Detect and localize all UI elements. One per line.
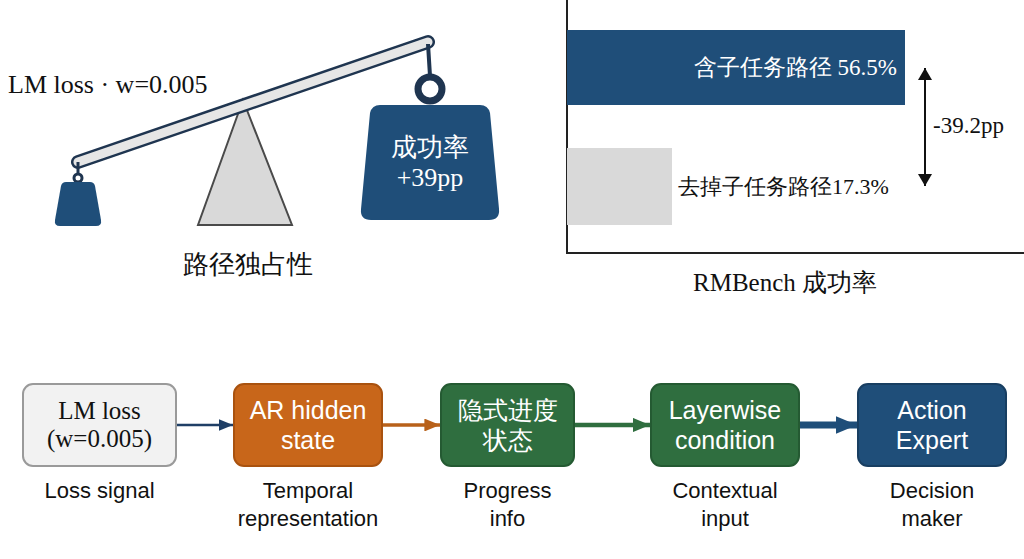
node-text: LM loss (w=0.005) [38, 397, 161, 453]
node-text: 隐式进度状态 [452, 395, 563, 455]
node-text: 成功率 +39pp [380, 133, 480, 193]
difference-arrow [924, 68, 926, 186]
process-box: 隐式进度状态Progress info [440, 383, 575, 467]
flow-arrow [575, 423, 650, 428]
role-caption: Progress info [450, 477, 565, 532]
node-text: AR hidden state [245, 395, 371, 455]
process-box: AR hidden stateTemporal representation [233, 383, 383, 467]
flow-arrow [177, 424, 233, 427]
node-text: 含子任务路径 56.5% [694, 52, 897, 83]
bar: 去掉子任务路径17.3% [567, 148, 672, 225]
axis-label: RMBench 成功率 [660, 266, 910, 299]
flow-arrow [800, 422, 857, 429]
weight-node: 成功率 +39pp [360, 105, 500, 220]
role-caption: Decision maker [862, 477, 1002, 532]
role-caption: Contextual input [650, 477, 800, 532]
weight-hook [428, 44, 430, 76]
node-text: Layerwise condition [662, 395, 788, 455]
weight-outline [361, 105, 499, 220]
node-text: Action Expert [869, 395, 995, 455]
role-caption: Temporal representation [228, 477, 388, 532]
difference-label: -39.2pp [933, 113, 1004, 139]
role-caption: Loss signal [20, 477, 180, 505]
process-box: LM loss (w=0.005)Loss signal [22, 383, 177, 467]
node-text: 去掉子任务路径17.3% [678, 172, 889, 202]
weight-ring [74, 174, 82, 182]
process-box: Layerwise conditionContextual input [650, 383, 800, 467]
weight-ring [418, 77, 442, 101]
bar: 含子任务路径 56.5% [567, 30, 905, 105]
small-weight [55, 182, 101, 226]
chart-axis [566, 252, 1024, 254]
scale-caption: 路径独占性 [150, 247, 345, 282]
flow-arrow [383, 423, 440, 427]
weight-label: LM loss · w=0.005 [8, 70, 208, 100]
process-box: Action ExpertDecision maker [857, 383, 1007, 467]
